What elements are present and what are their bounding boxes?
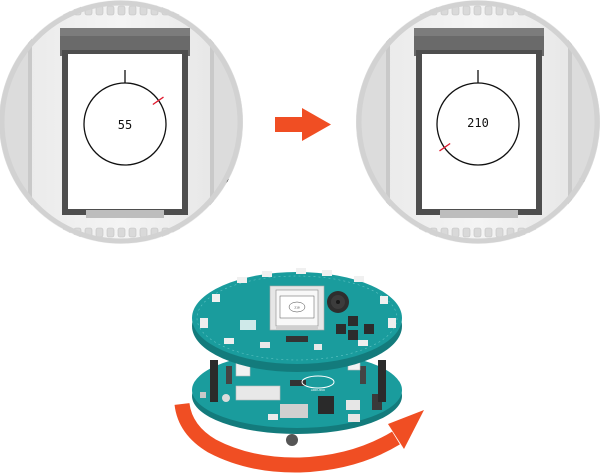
header-pin xyxy=(451,227,460,238)
header-pins-top xyxy=(363,5,592,16)
header-pin xyxy=(106,5,115,16)
header-pin xyxy=(462,5,471,16)
header-pin xyxy=(473,227,482,238)
header-pin xyxy=(572,5,581,16)
header-pin xyxy=(7,227,16,238)
header-pin xyxy=(205,227,214,238)
header-pin xyxy=(374,5,383,16)
standoff xyxy=(210,360,218,402)
header-pins-bottom xyxy=(363,227,592,238)
standoff xyxy=(378,360,386,402)
board-logo: ARDUINO xyxy=(311,388,326,392)
header-pin xyxy=(539,227,548,238)
header-pin xyxy=(216,227,225,238)
dial-value: 55 xyxy=(118,118,132,132)
header-pin xyxy=(561,5,570,16)
button xyxy=(348,316,358,326)
header-pin xyxy=(484,227,493,238)
header-pin xyxy=(139,227,148,238)
header-pin xyxy=(40,227,49,238)
header-pin xyxy=(227,227,236,238)
header-pin xyxy=(18,5,27,16)
header-pin xyxy=(396,5,405,16)
header-pin xyxy=(561,227,570,238)
header-pin xyxy=(18,227,27,238)
header-pin xyxy=(194,5,203,16)
header-pin xyxy=(462,227,471,238)
header-pin xyxy=(407,5,416,16)
dial-circle xyxy=(83,82,167,166)
robot-illustration: ARDUINO 210 xyxy=(192,268,402,446)
header-pin xyxy=(396,227,405,238)
header-pin xyxy=(128,5,137,16)
header-pin xyxy=(205,5,214,16)
header-pin xyxy=(183,227,192,238)
header-pin xyxy=(385,5,394,16)
header-pin xyxy=(550,227,559,238)
header-pin xyxy=(128,227,137,238)
lcd-screen xyxy=(422,54,536,209)
magnifier-after: 210 xyxy=(356,0,600,244)
header-pin xyxy=(539,5,548,16)
header-pin xyxy=(51,227,60,238)
header-pin xyxy=(106,227,115,238)
header-pin xyxy=(227,5,236,16)
dial-value: 210 xyxy=(467,116,489,130)
magnifier-ring xyxy=(356,0,600,244)
arrow-right-icon xyxy=(275,108,331,141)
header-pin xyxy=(29,227,38,238)
header-pin xyxy=(374,227,383,238)
header-pin xyxy=(194,227,203,238)
button xyxy=(336,324,346,334)
header-pin xyxy=(7,5,16,16)
dial-needle xyxy=(152,96,164,106)
header-pin xyxy=(495,227,504,238)
header-pins-bottom xyxy=(7,227,236,238)
header-pin xyxy=(583,5,592,16)
header-pin xyxy=(484,5,493,16)
header-pin xyxy=(51,5,60,16)
header-pin xyxy=(183,5,192,16)
rotation-arrow-icon xyxy=(174,402,424,473)
header-pin xyxy=(117,5,126,16)
header-pin xyxy=(117,227,126,238)
header-pin xyxy=(216,5,225,16)
magnifier-before: 55 xyxy=(0,0,243,244)
header-pin xyxy=(363,227,372,238)
robot-lcd-value: 210 xyxy=(294,306,300,310)
magnifier-ring xyxy=(0,0,243,244)
header-pin xyxy=(385,227,394,238)
header-pins-top xyxy=(7,5,236,16)
header-pin xyxy=(583,227,592,238)
header-pin xyxy=(40,5,49,16)
header-pin xyxy=(407,227,416,238)
dial-needle xyxy=(439,142,451,152)
header-pin xyxy=(363,5,372,16)
header-pin xyxy=(550,5,559,16)
header-pin xyxy=(95,227,104,238)
header-pin xyxy=(29,5,38,16)
button xyxy=(364,324,374,334)
button xyxy=(348,330,358,340)
header-pin xyxy=(572,227,581,238)
header-pin xyxy=(473,5,482,16)
dial-circle xyxy=(436,82,520,166)
